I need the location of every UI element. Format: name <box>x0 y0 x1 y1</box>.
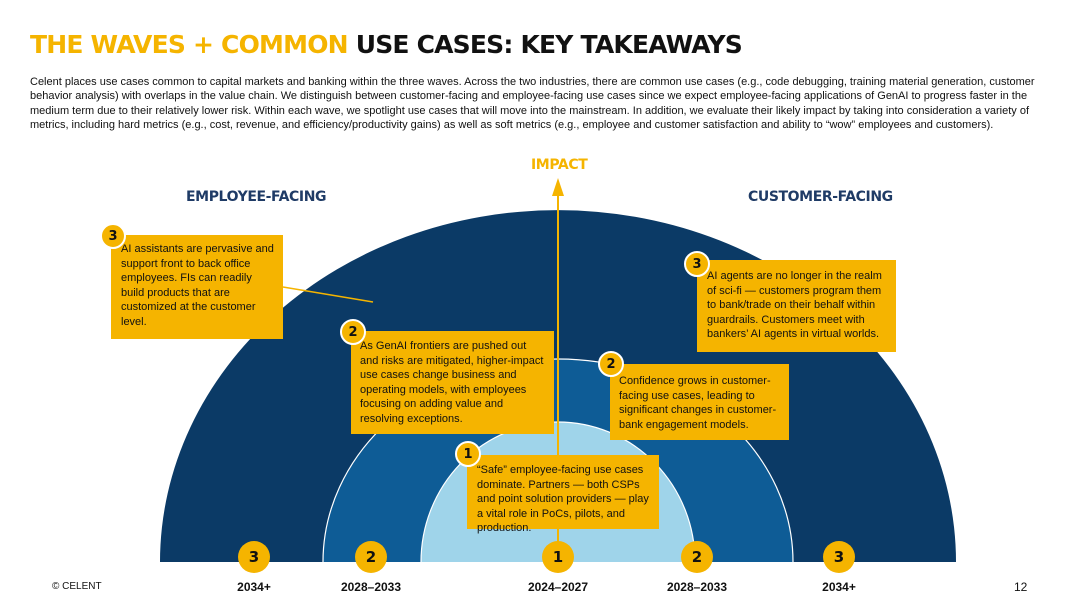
timeline-badge-employee-3: 3 <box>238 541 270 573</box>
title-accent: THE WAVES + COMMON <box>30 30 349 59</box>
connector-line <box>282 286 374 303</box>
timeline-year-employee-2: 2028–2033 <box>340 580 402 594</box>
timeline-badge-1: 1 <box>542 541 574 573</box>
callout-employee-wave-3: AI assistants are pervasive and support … <box>111 235 283 339</box>
timeline-badge-employee-2: 2 <box>355 541 387 573</box>
title-rest: USE CASES: KEY TAKEAWAYS <box>355 30 743 59</box>
badge-customer-wave-2: 2 <box>598 351 624 377</box>
timeline-year-employee-3: 2034+ <box>237 580 271 594</box>
impact-arrow-head <box>552 178 564 196</box>
page-number: 12 <box>1014 580 1028 594</box>
callout-employee-wave-2: As GenAI frontiers are pushed out and ri… <box>351 331 554 434</box>
intro-paragraph: Celent places use cases common to capita… <box>30 76 1035 132</box>
footer-copyright: © CELENT <box>52 581 102 592</box>
page-title: THE WAVES + COMMON USE CASES: KEY TAKEAW… <box>30 28 743 62</box>
timeline-year-1: 2024–2027 <box>527 580 589 594</box>
badge-employee-wave-3: 3 <box>100 223 126 249</box>
callout-customer-wave-3: AI agents are no longer in the realm of … <box>697 260 896 352</box>
timeline-badge-customer-2: 2 <box>681 541 713 573</box>
badge-wave-1: 1 <box>455 441 481 467</box>
timeline-year-customer-3: 2034+ <box>822 580 856 594</box>
impact-label: IMPACT <box>531 157 588 173</box>
timeline-badge-customer-3: 3 <box>823 541 855 573</box>
customer-facing-label: CUSTOMER-FACING <box>748 189 893 205</box>
callout-wave-1: “Safe” employee-facing use cases dominat… <box>467 455 659 534</box>
employee-facing-label: EMPLOYEE-FACING <box>186 189 327 205</box>
badge-employee-wave-2: 2 <box>340 319 366 345</box>
badge-customer-wave-3: 3 <box>684 251 710 277</box>
timeline-year-customer-2: 2028–2033 <box>666 580 728 594</box>
callout-customer-wave-2: Confidence grows in customer-facing use … <box>610 364 789 440</box>
